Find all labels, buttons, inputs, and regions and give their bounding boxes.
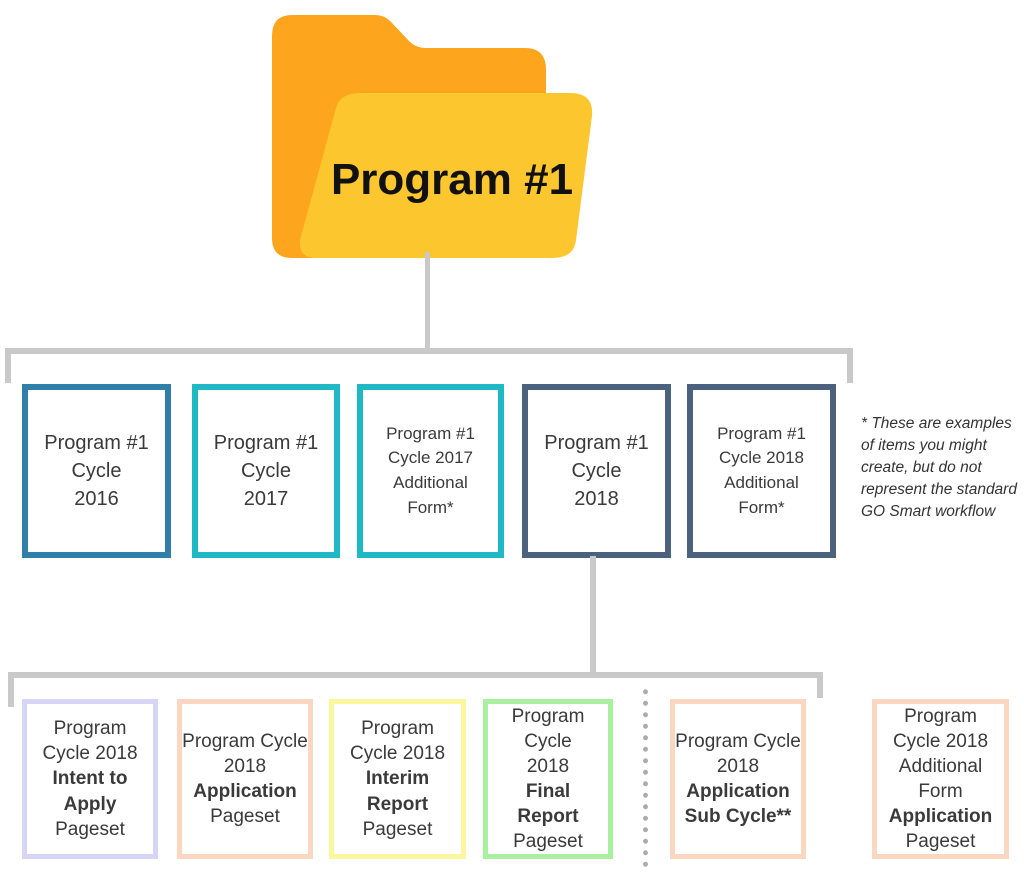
cycle-box-2017-additional-form: Program #1 Cycle 2017 Additional Form* bbox=[357, 384, 504, 558]
connector-folder-vertical bbox=[425, 252, 430, 352]
label-post: Pageset bbox=[513, 831, 583, 853]
label-bold: Application Sub Cycle** bbox=[684, 781, 792, 828]
label-pre: Program Cycle 2018 bbox=[675, 730, 801, 777]
label-pre: Program Cycle 2018 Additional Form bbox=[892, 705, 989, 802]
folder-label: Program #1 bbox=[331, 155, 573, 204]
connector-pageset-horizontal bbox=[8, 672, 823, 678]
label-pre: Program Cycle 2018 bbox=[511, 705, 585, 777]
pageset-box-application-sub-cycle: Program Cycle 2018 Application Sub Cycle… bbox=[670, 699, 806, 859]
pageset-box-additional-form-application: Program Cycle 2018 Additional Form Appli… bbox=[872, 699, 1009, 859]
label-post: Pageset bbox=[55, 818, 125, 840]
label-post: Pageset bbox=[210, 806, 280, 828]
cycle-box-2018-additional-form-label: Program #1 Cycle 2018 Additional Form* bbox=[717, 423, 806, 517]
footnote-text: * These are examples of items you might … bbox=[861, 415, 1017, 520]
dotted-divider bbox=[643, 686, 648, 872]
pageset-box-intent-to-apply-label: Program Cycle 2018 Intent to Apply Pages… bbox=[42, 716, 137, 841]
label-bold: Intent to Apply bbox=[52, 768, 128, 815]
cycle-box-2017-label: Program #1 Cycle 2017 bbox=[213, 432, 319, 510]
label-post: Pageset bbox=[362, 818, 433, 840]
cycle-box-2018: Program #1 Cycle 2018 bbox=[522, 384, 671, 558]
label-pre: Program Cycle 2018 bbox=[182, 730, 308, 777]
pageset-box-application: Program Cycle 2018 Application Pageset bbox=[177, 699, 313, 859]
cycle-box-2018-label: Program #1 Cycle 2018 bbox=[544, 432, 649, 510]
label-bold: Application bbox=[888, 806, 993, 828]
connector-pageset-right-stub bbox=[817, 672, 823, 698]
label-bold: Final Report bbox=[517, 781, 579, 828]
pageset-box-application-label: Program Cycle 2018 Application Pageset bbox=[182, 729, 308, 829]
label-pre: Program Cycle 2018 bbox=[349, 718, 446, 765]
pageset-box-interim-report: Program Cycle 2018 Interim Report Pagese… bbox=[329, 699, 466, 859]
cycle-box-2017: Program #1 Cycle 2017 bbox=[192, 384, 340, 558]
pageset-box-interim-report-label: Program Cycle 2018 Interim Report Pagese… bbox=[350, 716, 445, 841]
pageset-box-intent-to-apply: Program Cycle 2018 Intent to Apply Pages… bbox=[22, 699, 158, 859]
folder-front-shape bbox=[299, 93, 593, 258]
pageset-box-additional-form-application-label: Program Cycle 2018 Additional Form Appli… bbox=[889, 704, 992, 854]
label-bold: Interim Report bbox=[365, 768, 430, 815]
connector-cycle-horizontal bbox=[5, 348, 853, 354]
pageset-box-final-report: Program Cycle 2018 Final Report Pageset bbox=[483, 699, 613, 859]
connector-2018-vertical bbox=[590, 556, 596, 678]
cycle-box-2018-additional-form: Program #1 Cycle 2018 Additional Form* bbox=[687, 384, 836, 558]
folder-icon: Program #1 bbox=[272, 15, 593, 258]
label-pre: Program Cycle 2018 bbox=[42, 718, 138, 765]
cycle-box-2016: Program #1 Cycle 2016 bbox=[22, 384, 171, 558]
label-post: Pageset bbox=[905, 831, 976, 853]
connector-cycle-left-stub bbox=[5, 348, 11, 383]
connector-pageset-left-stub bbox=[8, 672, 14, 707]
pageset-box-application-sub-cycle-label: Program Cycle 2018 Application Sub Cycle… bbox=[675, 729, 801, 829]
label-bold: Application bbox=[193, 781, 297, 802]
cycle-box-2017-additional-form-label: Program #1 Cycle 2017 Additional Form* bbox=[386, 423, 475, 517]
connector-cycle-right-stub bbox=[847, 348, 853, 383]
cycle-box-2016-label: Program #1 Cycle 2016 bbox=[44, 432, 149, 510]
pageset-box-final-report-label: Program Cycle 2018 Final Report Pageset bbox=[488, 704, 608, 854]
